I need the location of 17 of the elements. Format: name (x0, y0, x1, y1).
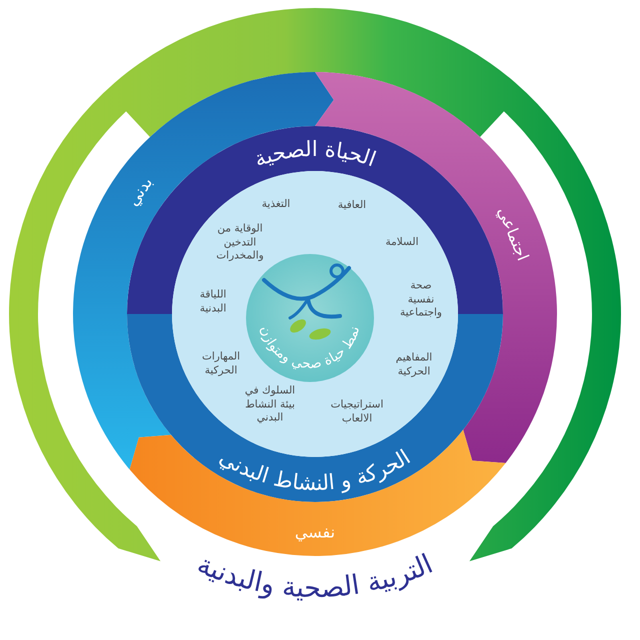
topic-label: العافية (336, 199, 368, 213)
segment-label: بدني (123, 173, 156, 210)
band-label: الحياة الصحية (251, 137, 380, 172)
topic-label: المفاهيم الحركية (396, 351, 432, 379)
segment-label: نفسي (294, 522, 336, 542)
topic-label: السلامة (384, 236, 420, 250)
title-text: التربية الصحية والبدنية (192, 548, 438, 604)
topic-label: الوقاية من التدخين والمخدرات (215, 222, 265, 264)
band-label: الحركة و النشاط البدني (216, 444, 415, 496)
topic-label: اللياقة البدنية (200, 288, 226, 316)
topic-label: المهارات الحركية (202, 350, 240, 378)
topic-label: استراتيجيات الالعاب (330, 398, 384, 426)
segment-label: اجتماعي (494, 204, 533, 264)
center-label: نمط حياة صحي ومتوازن (256, 324, 363, 372)
topic-label: صحة نفسية واجتماعية (400, 280, 442, 320)
topic-label: السلوك في بيئة النشاط البدني (244, 384, 296, 426)
topic-label: التغذية (260, 198, 292, 212)
